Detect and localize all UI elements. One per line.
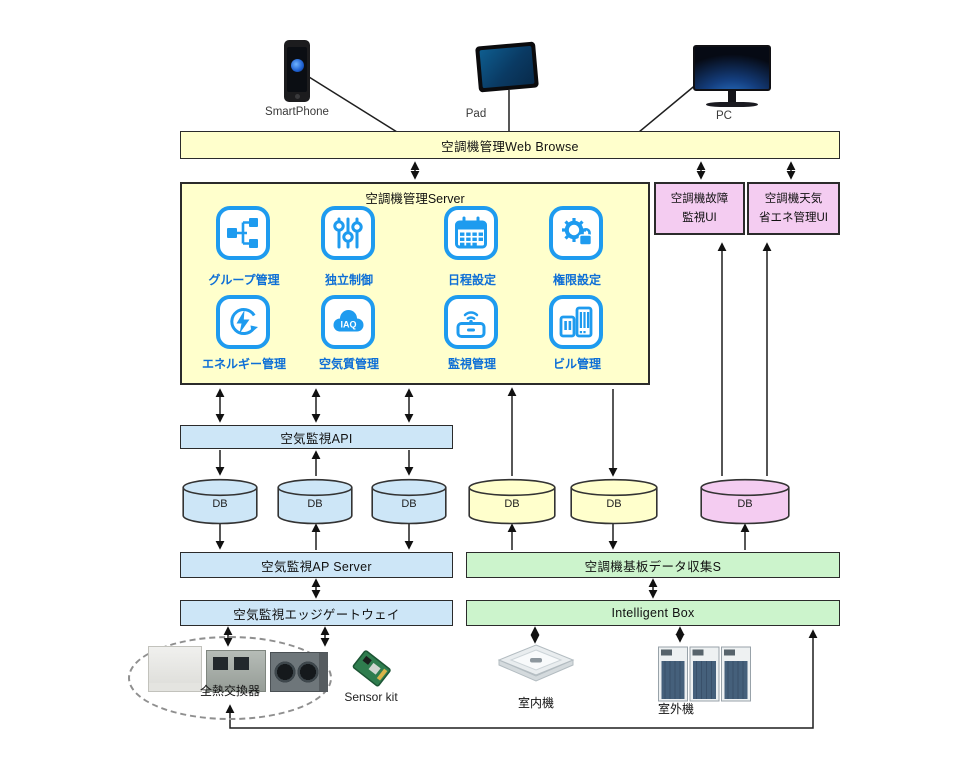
heat-exchanger-unit-icon — [206, 650, 266, 692]
smartphone-label: SmartPhone — [265, 106, 329, 118]
module-label: 空気質管理 — [318, 357, 379, 371]
pc-icon — [693, 45, 771, 91]
iaq-badge: IAQ — [340, 320, 356, 330]
group-tree-icon — [225, 215, 261, 251]
module-label: ビル管理 — [552, 357, 601, 371]
board-data-collect-bar: 空調機基板データ収集S — [466, 552, 840, 578]
db-label: DB — [737, 498, 753, 510]
module-label: グループ管理 — [208, 273, 280, 287]
module-label: エネルギー管理 — [201, 357, 286, 371]
fault-monitor-ui-box: 空調機故障 監視UI — [654, 182, 745, 235]
db-cylinder-yellow-1: DB — [468, 478, 556, 530]
module-monitoring-management — [444, 295, 498, 349]
module-air-quality-management: IAQ — [321, 295, 375, 349]
air-monitor-ap-server-bar: 空気監視AP Server — [180, 552, 453, 578]
weather-energy-ui-line1: 空調機天気 — [764, 192, 823, 205]
edge-gateway-bar: 空気監視エッジゲートウェイ — [180, 600, 453, 626]
module-permission-setting — [549, 206, 603, 260]
sensor-kit-label: Sensor kit — [344, 690, 398, 704]
db-label: DB — [212, 498, 228, 510]
iaq-cloud-icon: IAQ — [329, 304, 367, 340]
indoor-unit-label: 室内機 — [517, 696, 554, 710]
fault-monitor-ui-line1: 空調機故障 — [670, 192, 729, 205]
db-cylinder-blue-3: DB — [371, 478, 447, 530]
module-label: 監視管理 — [447, 357, 496, 371]
server-title: 空調機管理Server — [365, 192, 465, 206]
pad-icon — [475, 41, 539, 93]
db-cylinder-yellow-2: DB — [570, 478, 658, 530]
module-building-management — [549, 295, 603, 349]
db-label: DB — [401, 498, 417, 510]
monitor-wifi-icon — [453, 304, 489, 340]
outdoor-unit-icon — [658, 645, 751, 708]
weather-energy-ui-box: 空調機天気 省エネ管理UI — [747, 182, 840, 235]
module-independent-control — [321, 206, 375, 260]
indoor-unit-icon — [497, 643, 575, 698]
heat-exchanger-unit-icon — [148, 646, 202, 692]
db-cylinder-blue-2: DB — [277, 478, 353, 530]
db-label: DB — [504, 498, 520, 510]
pc-label: PC — [716, 110, 732, 122]
db-cylinder-blue-1: DB — [182, 478, 258, 530]
pad-label: Pad — [465, 108, 487, 120]
calendar-icon — [453, 215, 489, 251]
module-label: 独立制御 — [324, 273, 373, 287]
heat-exchanger-unit-icon — [270, 652, 328, 692]
pc-stand — [728, 91, 736, 103]
air-monitor-api-bar: 空気監視API — [180, 425, 453, 449]
weather-energy-ui-line2: 省エネ管理UI — [759, 211, 828, 224]
db-label: DB — [606, 498, 622, 510]
gear-lock-icon — [558, 215, 594, 251]
module-schedule-setting — [444, 206, 498, 260]
module-label: 権限設定 — [552, 273, 601, 287]
db-label: DB — [307, 498, 323, 510]
db-cylinder-pink: DB — [700, 478, 790, 530]
outdoor-unit-label: 室外機 — [657, 702, 694, 716]
sensor-kit-icon — [350, 646, 394, 695]
heat-exchanger-cloud — [128, 636, 332, 720]
sliders-icon — [330, 215, 366, 251]
module-energy-management — [216, 295, 270, 349]
intelligent-box-bar: Intelligent Box — [466, 600, 840, 626]
energy-recycle-icon — [225, 304, 261, 340]
module-label: 日程設定 — [447, 273, 496, 287]
pc-base — [706, 102, 758, 107]
building-nas-icon — [558, 304, 594, 340]
web-browser-bar: 空調機管理Web Browse — [180, 131, 840, 159]
fault-monitor-ui-line2: 監視UI — [682, 211, 717, 224]
heat-exchanger-label: 全熱交換器 — [199, 684, 260, 698]
module-group-management — [216, 206, 270, 260]
smartphone-icon — [284, 40, 310, 102]
